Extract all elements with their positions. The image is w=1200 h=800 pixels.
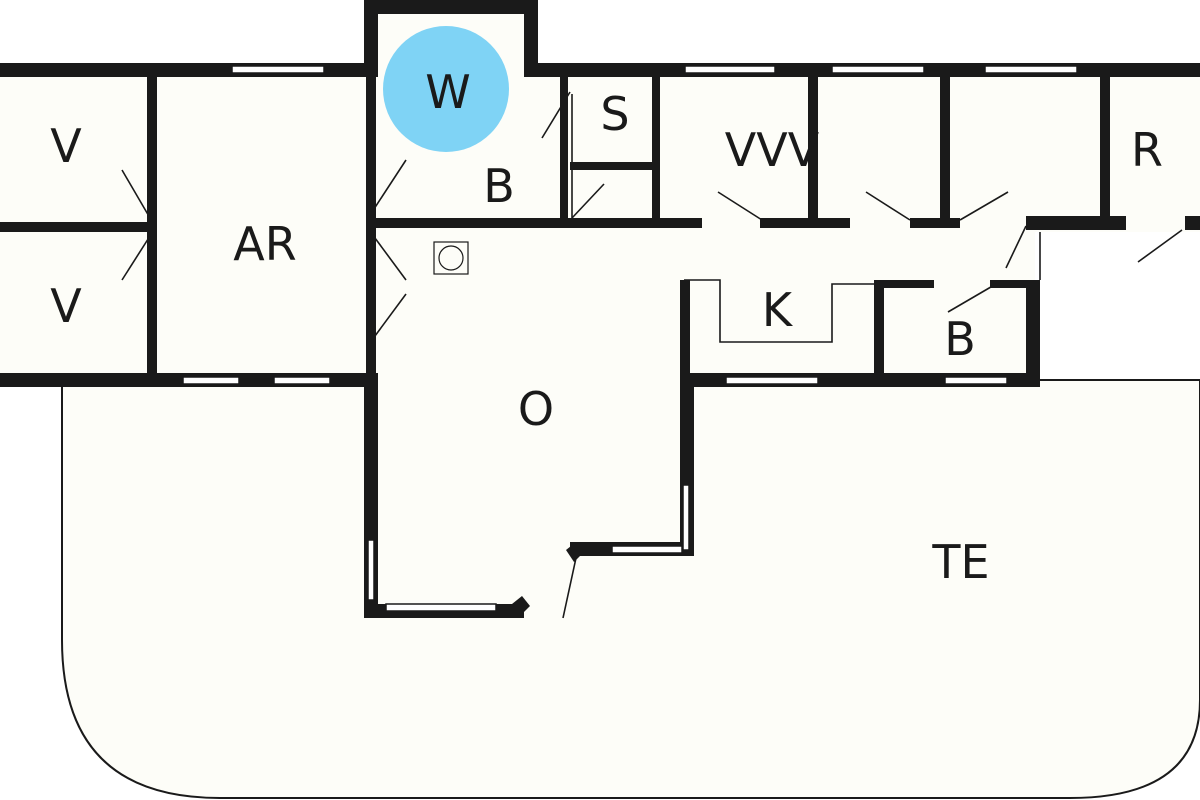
stove-icon (433, 241, 469, 275)
room-label-b-top: B (483, 159, 515, 213)
whirlpool-highlight (383, 26, 509, 152)
room-label-o: O (518, 382, 554, 436)
door-swings (121, 91, 1183, 619)
building-floor (0, 6, 1200, 610)
room-label-r: R (1131, 123, 1163, 177)
room-label-v-top: V (50, 119, 82, 173)
room-label-b-right: B (944, 312, 976, 366)
windows (182, 65, 1078, 612)
room-labels: V V AR W B S VVV R K B O TE (50, 65, 1163, 589)
room-label-te: TE (931, 535, 989, 589)
room-label-w: W (425, 65, 470, 119)
room-label-vvv: VVV (725, 123, 820, 177)
room-label-k: K (762, 283, 794, 337)
kitchen-counter (684, 279, 876, 343)
room-label-v-bottom: V (50, 279, 82, 333)
room-label-ar: AR (233, 217, 296, 271)
terrace-outline (61, 379, 1200, 799)
room-label-s: S (600, 87, 629, 141)
